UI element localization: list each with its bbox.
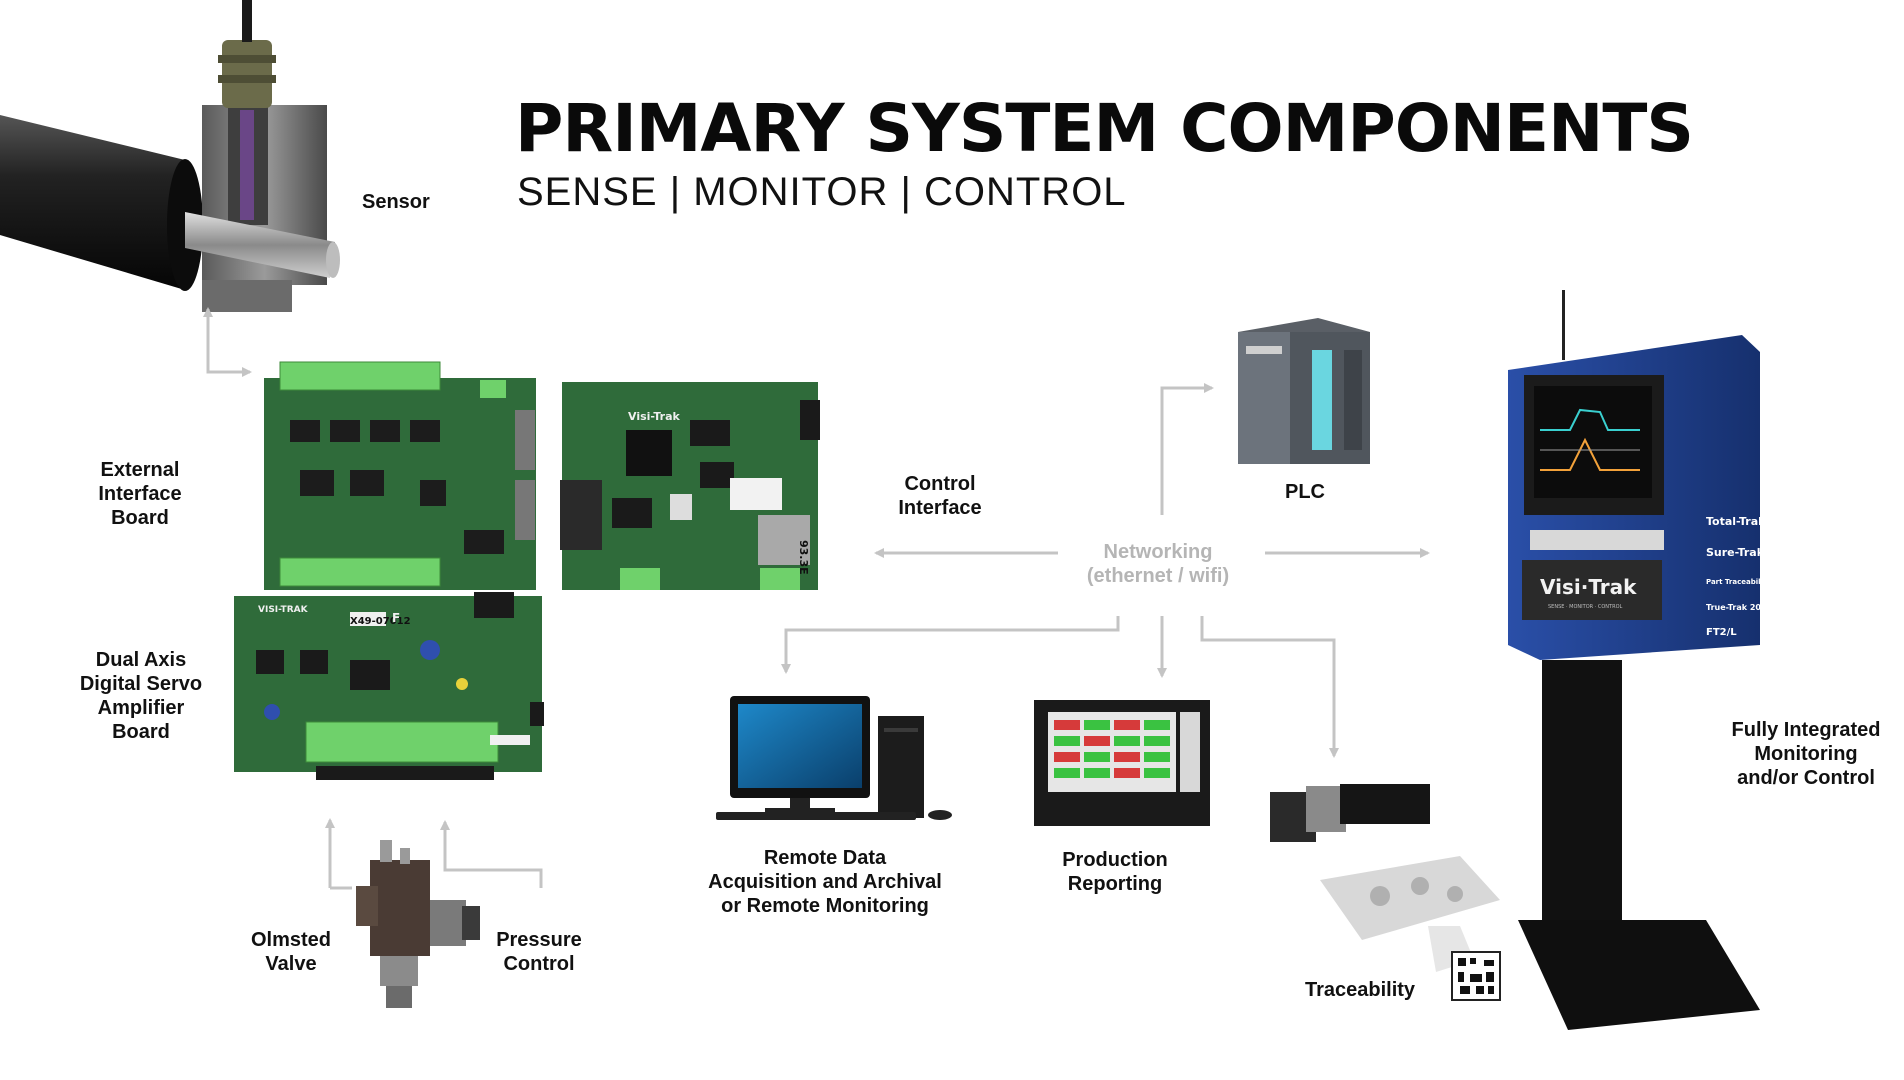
- dual-axis-board-image: [234, 592, 544, 780]
- board-model-text: VISI-TRAK: [258, 605, 309, 615]
- label-fully-integrated: Fully Integrated Monitoring and/or Contr…: [1731, 719, 1881, 789]
- label-pressure-control: Pressure Control: [496, 929, 582, 975]
- traceability-image: [1270, 784, 1501, 1001]
- sensor-image: [0, 0, 340, 312]
- label-remote-data: Remote Data Acquisition and Archival or …: [708, 847, 942, 917]
- page-subtitle: SENSE | MONITOR | CONTROL: [517, 170, 1127, 214]
- arrow-net-to-plc: [1160, 383, 1214, 515]
- olmsted-valve-image: [356, 840, 480, 1008]
- board-revision: F: [392, 611, 400, 625]
- label-control-interface: Control Interface: [898, 473, 982, 519]
- connector-arrows: [203, 307, 1430, 890]
- arrow-pressure-to-servo: [440, 820, 543, 888]
- board-port-text: 93.3E: [797, 540, 810, 575]
- kiosk-product-4: True-Trak 20 20: [1706, 603, 1775, 612]
- board-part-number: X49-07012: [350, 616, 411, 627]
- label-traceability: Traceability: [1304, 979, 1416, 1001]
- label-dual-axis-board: Dual Axis Digital Servo Amplifier Board: [79, 649, 203, 743]
- control-interface-board-image: [560, 382, 820, 590]
- label-external-interface-board: External Interface Board: [98, 459, 182, 529]
- external-interface-board-image: [264, 361, 536, 590]
- arrow-net-to-pc: [781, 616, 1120, 674]
- label-sensor: Sensor: [362, 191, 430, 213]
- plc-image: [1238, 318, 1370, 464]
- label-olmsted-valve: Olmsted Valve: [250, 929, 332, 975]
- production-reporting-image: [1034, 700, 1210, 826]
- kiosk-product-3: Part Traceability: [1706, 578, 1771, 586]
- page-title: PRIMARY SYSTEM COMPONENTS: [515, 90, 1694, 167]
- kiosk-product-2: Sure-Trak2: [1706, 546, 1772, 559]
- kiosk-product-5: FT2/L: [1706, 627, 1737, 638]
- label-plc: PLC: [1285, 481, 1325, 503]
- remote-pc-image: [716, 696, 952, 820]
- label-production-reporting: Production Reporting: [1062, 849, 1168, 895]
- kiosk-image: [1508, 290, 1760, 1030]
- label-networking: Networking (ethernet / wifi): [1086, 541, 1230, 587]
- kiosk-tagline: SENSE · MONITOR · CONTROL: [1548, 604, 1623, 610]
- arrow-sensor-to-board: [206, 318, 252, 377]
- kiosk-brand: Visi·Trak: [1540, 575, 1637, 599]
- kiosk-product-1: Total-Trak: [1706, 515, 1766, 528]
- board-brand-text: Visi-Trak: [628, 410, 680, 423]
- arrow-net-to-traceability: [1200, 616, 1339, 758]
